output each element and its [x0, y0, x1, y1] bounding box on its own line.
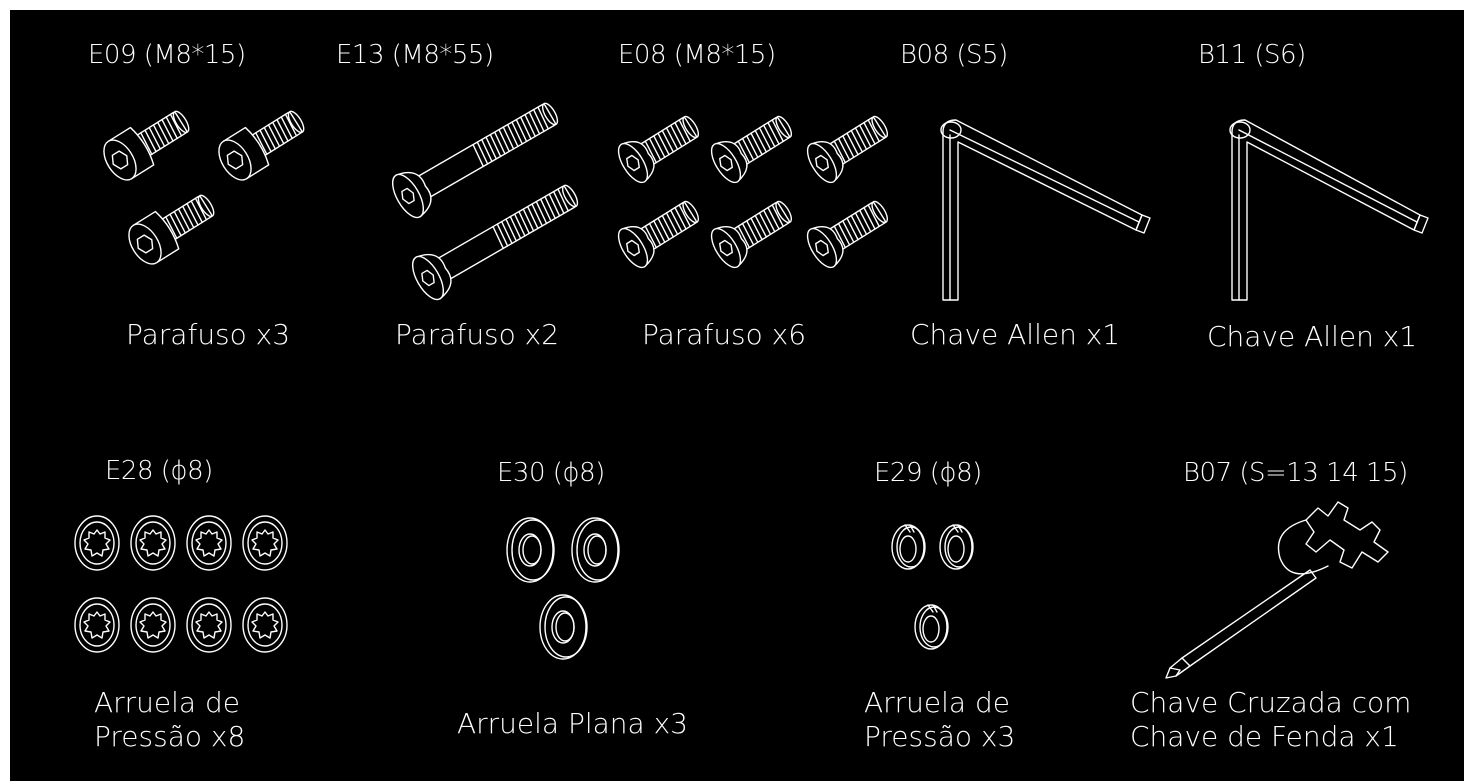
- description-line: Chave Cruzada com: [1130, 686, 1412, 719]
- part-code: B11 (S6): [1198, 40, 1306, 70]
- part-code: B08 (S5): [900, 40, 1008, 70]
- parts-illustration: [74, 90, 1429, 679]
- part-description: Arruela Plana x3: [457, 707, 688, 740]
- socket-cap-screw-icon: [96, 99, 313, 271]
- toothed-lock-washer-icon: [74, 515, 288, 653]
- button-head-screw-icon: [612, 104, 897, 273]
- part-code: E28 (ϕ8): [105, 456, 213, 486]
- part-code: E09 (M8*15): [88, 40, 246, 70]
- part-code: E13 (M8*55): [336, 40, 494, 70]
- part-code: E08 (M8*15): [618, 40, 776, 70]
- part-description: Parafuso x3: [126, 318, 291, 351]
- hardware-parts-panel: E09 (M8*15) E13 (M8*55) E08 (M8*15) B08 …: [10, 10, 1464, 781]
- part-code: E29 (ϕ8): [874, 458, 982, 488]
- long-button-head-bolt-icon: [385, 90, 588, 305]
- part-description: Chave Allen x1: [1207, 320, 1418, 353]
- description-line: Chave de Fenda x1: [1130, 720, 1399, 753]
- part-code: E30 (ϕ8): [497, 458, 605, 488]
- part-description: Chave Allen x1: [910, 318, 1121, 351]
- part-description: Arruela de Pressão x8: [94, 686, 245, 754]
- part-code: B07 (S=13 14 15): [1183, 458, 1408, 488]
- split-lock-washer-icon: [891, 524, 974, 650]
- part-description: Chave Cruzada com Chave de Fenda x1: [1130, 686, 1411, 754]
- cross-wrench-screwdriver-icon: [1165, 501, 1389, 679]
- description-line: Pressão x3: [864, 720, 1016, 753]
- flat-washer-icon: [506, 517, 620, 660]
- description-line: Arruela de: [864, 686, 1010, 719]
- allen-key-icon: [940, 119, 1151, 301]
- part-description: Parafuso x6: [642, 318, 807, 351]
- description-line: Pressão x8: [94, 720, 246, 753]
- description-line: Arruela de: [94, 686, 240, 719]
- allen-key-icon: [1229, 119, 1429, 301]
- part-description: Arruela de Pressão x3: [864, 686, 1015, 754]
- part-description: Parafuso x2: [395, 318, 560, 351]
